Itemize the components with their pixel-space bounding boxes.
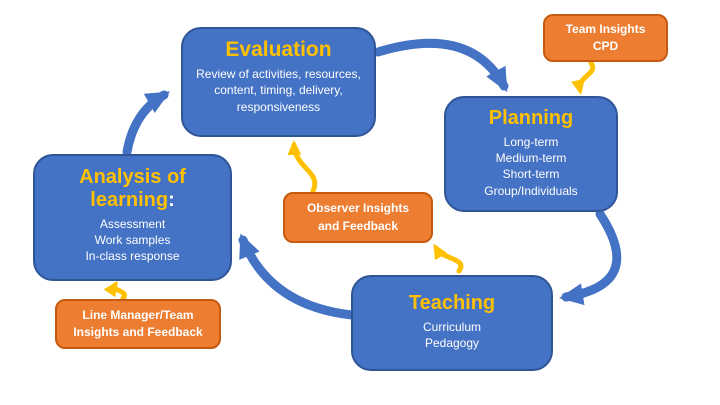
text-line: CPD [592, 39, 619, 53]
node-planning-title: Planning [488, 107, 574, 129]
text-line: Short-term [502, 167, 560, 182]
text-line: content, timing, delivery, [214, 83, 343, 98]
node-evaluation-title: Evaluation [225, 38, 332, 61]
node-evaluation-body: Review of activities, resources, content… [189, 66, 368, 115]
arrow-line-manager-to-analysis [103, 280, 128, 301]
callout-team-insights-cpd: Team Insights CPD [543, 14, 668, 62]
text-line: Team Insights [565, 21, 646, 36]
node-analysis-title-colon: : [168, 189, 175, 211]
text-line: Assessment [99, 217, 166, 231]
text-line: Insights and Feedback [73, 325, 203, 339]
arrow-observer-to-evaluation [287, 140, 318, 194]
text-line: Curriculum [422, 320, 481, 334]
text-line: responsiveness [236, 99, 321, 114]
arrow-team-insights-to-planning [571, 60, 596, 95]
node-analysis-title-text: Analysis of learning [79, 166, 186, 211]
text-line: Long-term [503, 135, 559, 149]
text-line: Line Manager/Team [82, 307, 194, 322]
node-evaluation: Evaluation Review of activities, resourc… [181, 27, 376, 137]
text-line: Group/Individuals [484, 183, 578, 198]
callout-line-manager-insights: Line Manager/Team Insights and Feedback [55, 299, 221, 349]
arrow-teaching-to-observer [433, 243, 464, 274]
node-planning: Planning Long-term Medium-term Short-ter… [444, 96, 618, 212]
text-line: In-class response [85, 249, 180, 264]
arrow-planning-to-teaching [559, 209, 622, 306]
text-line: Observer Insights [306, 201, 410, 216]
callout-observer-insights: Observer Insights and Feedback [283, 192, 433, 243]
text-line: Review of activities, resources, [196, 67, 361, 82]
arrow-analysis-to-evaluation [122, 90, 171, 157]
arrow-teaching-to-analysis [238, 233, 357, 320]
text-line: and Feedback [317, 218, 399, 233]
text-line: Medium-term [495, 151, 567, 166]
node-teaching-body: Curriculum Pedagogy [359, 319, 545, 351]
node-analysis-of-learning: Analysis of learning: Assessment Work sa… [33, 154, 232, 281]
text-line: Work samples [94, 233, 171, 248]
node-analysis-body: Assessment Work samples In-class respons… [41, 216, 224, 265]
text-line: Pedagogy [424, 336, 480, 351]
node-analysis-title: Analysis of learning: [41, 166, 224, 212]
node-teaching: Teaching Curriculum Pedagogy [351, 275, 553, 371]
node-planning-body: Long-term Medium-term Short-term Group/I… [452, 134, 610, 199]
arrow-evaluation-to-planning [373, 38, 509, 93]
node-teaching-title: Teaching [408, 292, 496, 314]
